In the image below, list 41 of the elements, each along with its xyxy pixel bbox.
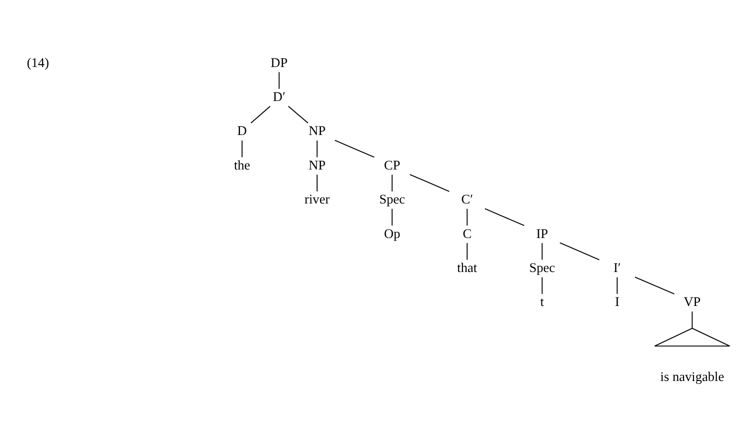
node-text: that xyxy=(457,260,478,275)
connector xyxy=(278,72,280,90)
connector xyxy=(542,242,543,260)
node-triangle xyxy=(654,328,730,347)
node-text: Op xyxy=(384,226,400,241)
node-text: NP xyxy=(308,123,326,138)
node-text: river xyxy=(304,192,330,207)
node-text: t xyxy=(540,294,544,310)
label: (14) xyxy=(26,54,50,70)
node-text: IP xyxy=(536,226,548,241)
node-text: CP xyxy=(384,157,400,172)
connector xyxy=(542,276,543,294)
connector xyxy=(242,140,243,158)
connector xyxy=(692,311,693,329)
node-text: I′ xyxy=(614,260,621,275)
node-text: I xyxy=(614,294,620,310)
connector xyxy=(316,140,318,158)
node-text: D′ xyxy=(272,89,286,104)
connector xyxy=(250,106,271,124)
connector xyxy=(392,208,393,226)
node-text: NP xyxy=(308,157,326,172)
connector xyxy=(616,276,618,294)
connector xyxy=(409,174,450,192)
node-text: VP xyxy=(684,294,701,310)
connector xyxy=(466,242,468,260)
connector xyxy=(634,276,675,294)
connector xyxy=(466,208,468,226)
connector xyxy=(334,140,375,158)
node-text: D xyxy=(237,123,247,138)
connector xyxy=(392,174,393,192)
node-text: the xyxy=(234,157,250,172)
node-text: DP xyxy=(270,54,288,70)
node-text: C′ xyxy=(461,192,474,207)
connector xyxy=(484,208,525,226)
node-text: Spec xyxy=(379,192,406,207)
connector xyxy=(559,242,600,260)
node-text: C xyxy=(462,226,472,241)
connector xyxy=(288,106,308,124)
node-label: is navigable xyxy=(660,369,724,384)
connector xyxy=(316,174,318,192)
node-text: Spec xyxy=(529,260,556,275)
